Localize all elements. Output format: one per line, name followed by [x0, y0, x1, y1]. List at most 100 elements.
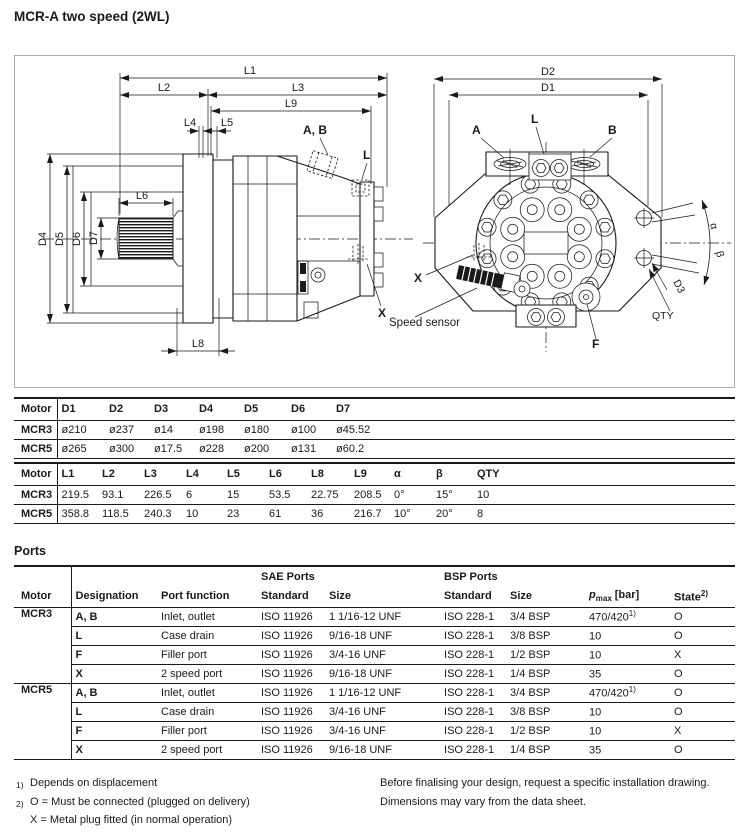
dim-label-d3: D3: [670, 278, 687, 296]
state-cell: O: [670, 682, 735, 702]
data-cell: 1/2 BSP: [506, 644, 586, 664]
data-cell: ø265: [57, 438, 105, 458]
table-row: MCR3 ø210 ø237 ø14 ø198 ø180 ø100 ø45.52: [14, 420, 735, 439]
table-row: MCR5 ø265 ø300 ø17.5 ø228 ø200 ø131 ø60.…: [14, 438, 735, 458]
header-spacer: [157, 566, 257, 586]
data-cell: 61: [265, 503, 307, 523]
l-dimensions-table: Motor L1 L2 L3 L4 L5 L6 L8 L9 α β QTY MC…: [14, 462, 735, 524]
data-cell: ISO 11926: [257, 720, 325, 740]
data-cell: ISO 11926: [257, 644, 325, 664]
state-cell: O: [670, 701, 735, 721]
speed-sensor-side: [297, 260, 326, 295]
motor-body: [182, 153, 384, 324]
table-row: F Filler port ISO 11926 3/4-16 UNF ISO 2…: [14, 644, 735, 664]
spline-shaft: [116, 210, 183, 267]
data-cell: 15: [227, 488, 240, 501]
ports-table: SAE Ports BSP Ports Motor Designation Po…: [14, 565, 735, 760]
data-cell: ISO 228-1: [440, 663, 507, 683]
dim-label-d1: D1: [541, 82, 555, 94]
data-cell: ISO 228-1: [440, 625, 507, 645]
data-cell: 1/4 BSP: [506, 663, 586, 683]
header-cell-pmax: pmax[bar]: [585, 586, 671, 608]
table-row: F Filler port ISO 11926 3/4-16 UNF ISO 2…: [14, 720, 735, 740]
dim-label-l1: L1: [244, 65, 256, 77]
data-cell: 1/2 BSP: [506, 720, 586, 740]
table-row: MCR5 A, B Inlet, outlet ISO 11926 1 1/16…: [14, 682, 735, 759]
data-cell: ø14: [154, 423, 173, 436]
data-cell: ISO 11926: [257, 701, 325, 721]
dim-label-l6: L6: [136, 190, 148, 202]
data-cell: 9/16-18 UNF: [325, 739, 441, 759]
data-cell: 3/4-16 UNF: [325, 701, 441, 721]
table-header-row: Motor L1 L2 L3 L4 L5 L6 L8 L9 α β QTY: [14, 463, 735, 486]
bsp-ports-group-header: BSP Ports: [444, 570, 498, 583]
pmax-cell: 470/4201): [589, 609, 636, 624]
data-cell: 2 speed port: [157, 663, 257, 683]
port-label-ab-side: A, B: [303, 123, 327, 137]
header-cell: Standard: [257, 586, 325, 608]
header-cell: Motor: [14, 398, 58, 421]
data-cell: ISO 228-1: [444, 610, 495, 623]
data-cell: ø60.2: [332, 438, 735, 458]
state-cell: O: [670, 663, 735, 683]
data-cell: 118.5: [98, 503, 140, 523]
state-cell: O: [674, 610, 683, 623]
header-cell: D2: [105, 398, 150, 421]
data-cell: ISO 11926: [257, 739, 325, 759]
data-cell: 3/4-16 UNF: [325, 644, 441, 664]
state-cell: X: [670, 720, 735, 740]
column-header-row: Motor Designation Port function Standard…: [14, 586, 735, 608]
technical-drawing: L1 L2 L3 L9 L4 L5 L6 L8 D4 D5 D6 D7 A, B…: [37, 65, 731, 356]
data-cell: 2 speed port: [157, 739, 257, 759]
data-cell: Filler port: [157, 644, 257, 664]
data-cell: 53.5: [269, 488, 291, 501]
d-dimensions-table: Motor D1 D2 D3 D4 D5 D6 D7 MCR3 ø210 ø23…: [14, 397, 735, 459]
data-cell: ø237: [109, 423, 135, 436]
table-row: L Case drain ISO 11926 3/4-16 UNF ISO 22…: [14, 701, 735, 721]
shaft-center-key: [523, 231, 569, 255]
data-cell: 3/4 BSP: [510, 610, 551, 623]
pmax-cell: 10: [585, 720, 671, 740]
qty-label: QTY: [652, 310, 674, 322]
header-cell: Motor: [14, 463, 58, 486]
port-label-b-front: B: [608, 123, 617, 137]
installation-note: Before finalising your design, request a…: [380, 774, 710, 811]
header-spacer: [71, 566, 157, 586]
data-cell: 226.5: [144, 488, 172, 501]
speed-sensor-label: Speed sensor: [389, 317, 460, 329]
mounting-holes: [634, 208, 654, 268]
group-header-row: SAE Ports BSP Ports: [14, 566, 735, 586]
header-cell: L1: [57, 463, 98, 486]
data-cell: 358.8: [57, 503, 98, 523]
dim-label-l8: L8: [192, 338, 204, 350]
data-cell: ø45.52: [336, 423, 371, 436]
designation-cell: F: [71, 720, 157, 740]
data-cell: ø300: [105, 438, 150, 458]
header-cell: D3: [150, 398, 195, 421]
data-cell: 219.5: [61, 488, 90, 501]
port-label-a-front: A: [472, 123, 481, 137]
data-cell: ISO 11926: [261, 610, 313, 623]
header-cell: Designation: [71, 586, 157, 608]
dim-label-l5: L5: [221, 117, 233, 129]
header-cell: L3: [140, 463, 182, 486]
dim-label-d4: D4: [37, 232, 49, 246]
data-cell: 10: [477, 488, 490, 501]
table-row: L Case drain ISO 11926 9/16-18 UNF ISO 2…: [14, 625, 735, 645]
header-cell: α: [390, 463, 432, 486]
port-label-x-front: X: [414, 271, 422, 285]
motor-cell: MCR5: [14, 438, 58, 458]
data-cell: 9/16-18 UNF: [325, 663, 441, 683]
data-cell: ø198: [199, 423, 225, 436]
data-cell: 15°: [436, 488, 453, 501]
header-cell: L8: [307, 463, 350, 486]
data-cell: 240.3: [140, 503, 182, 523]
designation-cell: L: [71, 625, 157, 645]
top-port-block: [485, 149, 609, 185]
table-header-row: Motor D1 D2 D3 D4 D5 D6 D7: [14, 398, 735, 421]
header-cell: Port function: [157, 586, 257, 608]
table-row: MCR3 219.5 93.1 226.5 6 15 53.5 22.75 20…: [14, 485, 735, 504]
data-cell: 3/4 BSP: [506, 682, 586, 702]
data-cell: 23: [223, 503, 265, 523]
footnotes: 1)Depends on displacement 2)O = Must be …: [16, 774, 250, 830]
